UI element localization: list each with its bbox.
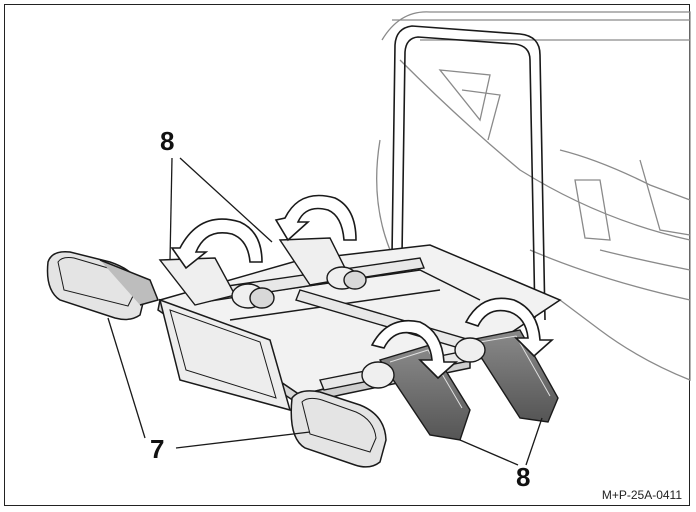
handle-left [46,250,160,321]
leader-lines [107,157,543,466]
rotation-arrow-icon [170,218,263,270]
carrier-hoop [391,25,546,321]
rotation-arrow-icon [274,194,357,242]
callout-top: 8 [160,126,175,156]
callout-bottom-right: 8 [516,462,531,492]
handle-right [290,390,387,468]
rotation-arrow-icon [464,297,555,358]
wheel-holder-front-left [158,257,275,309]
wheel-holder-rear-right [454,329,559,423]
tail-light-left [158,298,292,412]
reference-code: M+P-25A-0411 [601,488,682,502]
callout-left: 7 [150,434,165,464]
car-rear [376,11,691,381]
wheel-holder-front-right [278,237,367,290]
rotation-arrow-icon [370,320,459,380]
wheel-holder-rear-left [361,344,471,441]
